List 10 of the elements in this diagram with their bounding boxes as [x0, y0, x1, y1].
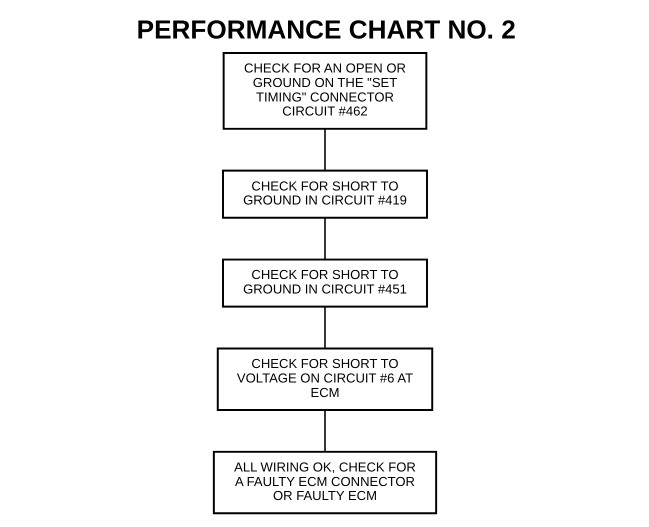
node-box: CHECK FOR SHORT TO GROUND IN CIRCUIT #451 [222, 258, 428, 308]
connector [324, 218, 326, 259]
connector [324, 129, 326, 171]
diagram-title: PERFORMANCE CHART NO. 2 [136, 14, 516, 45]
connector [324, 307, 326, 348]
node-box: CHECK FOR SHORT TO VOLTAGE ON CIRCUIT #6 AT ECM [216, 348, 433, 411]
node-box: CHECK FOR SHORT TO GROUND IN CIRCUIT #419 [222, 170, 428, 219]
connector [324, 410, 326, 452]
node-box: ALL WIRING OK, CHECK FOR A FAULTY ECM CONNECTOR OR FAULTY ECM [212, 450, 437, 514]
node-box: CHECK FOR AN OPEN OR GROUND ON THE "SET TIMING" CONNECTOR CIRCUIT #462 [222, 52, 427, 130]
